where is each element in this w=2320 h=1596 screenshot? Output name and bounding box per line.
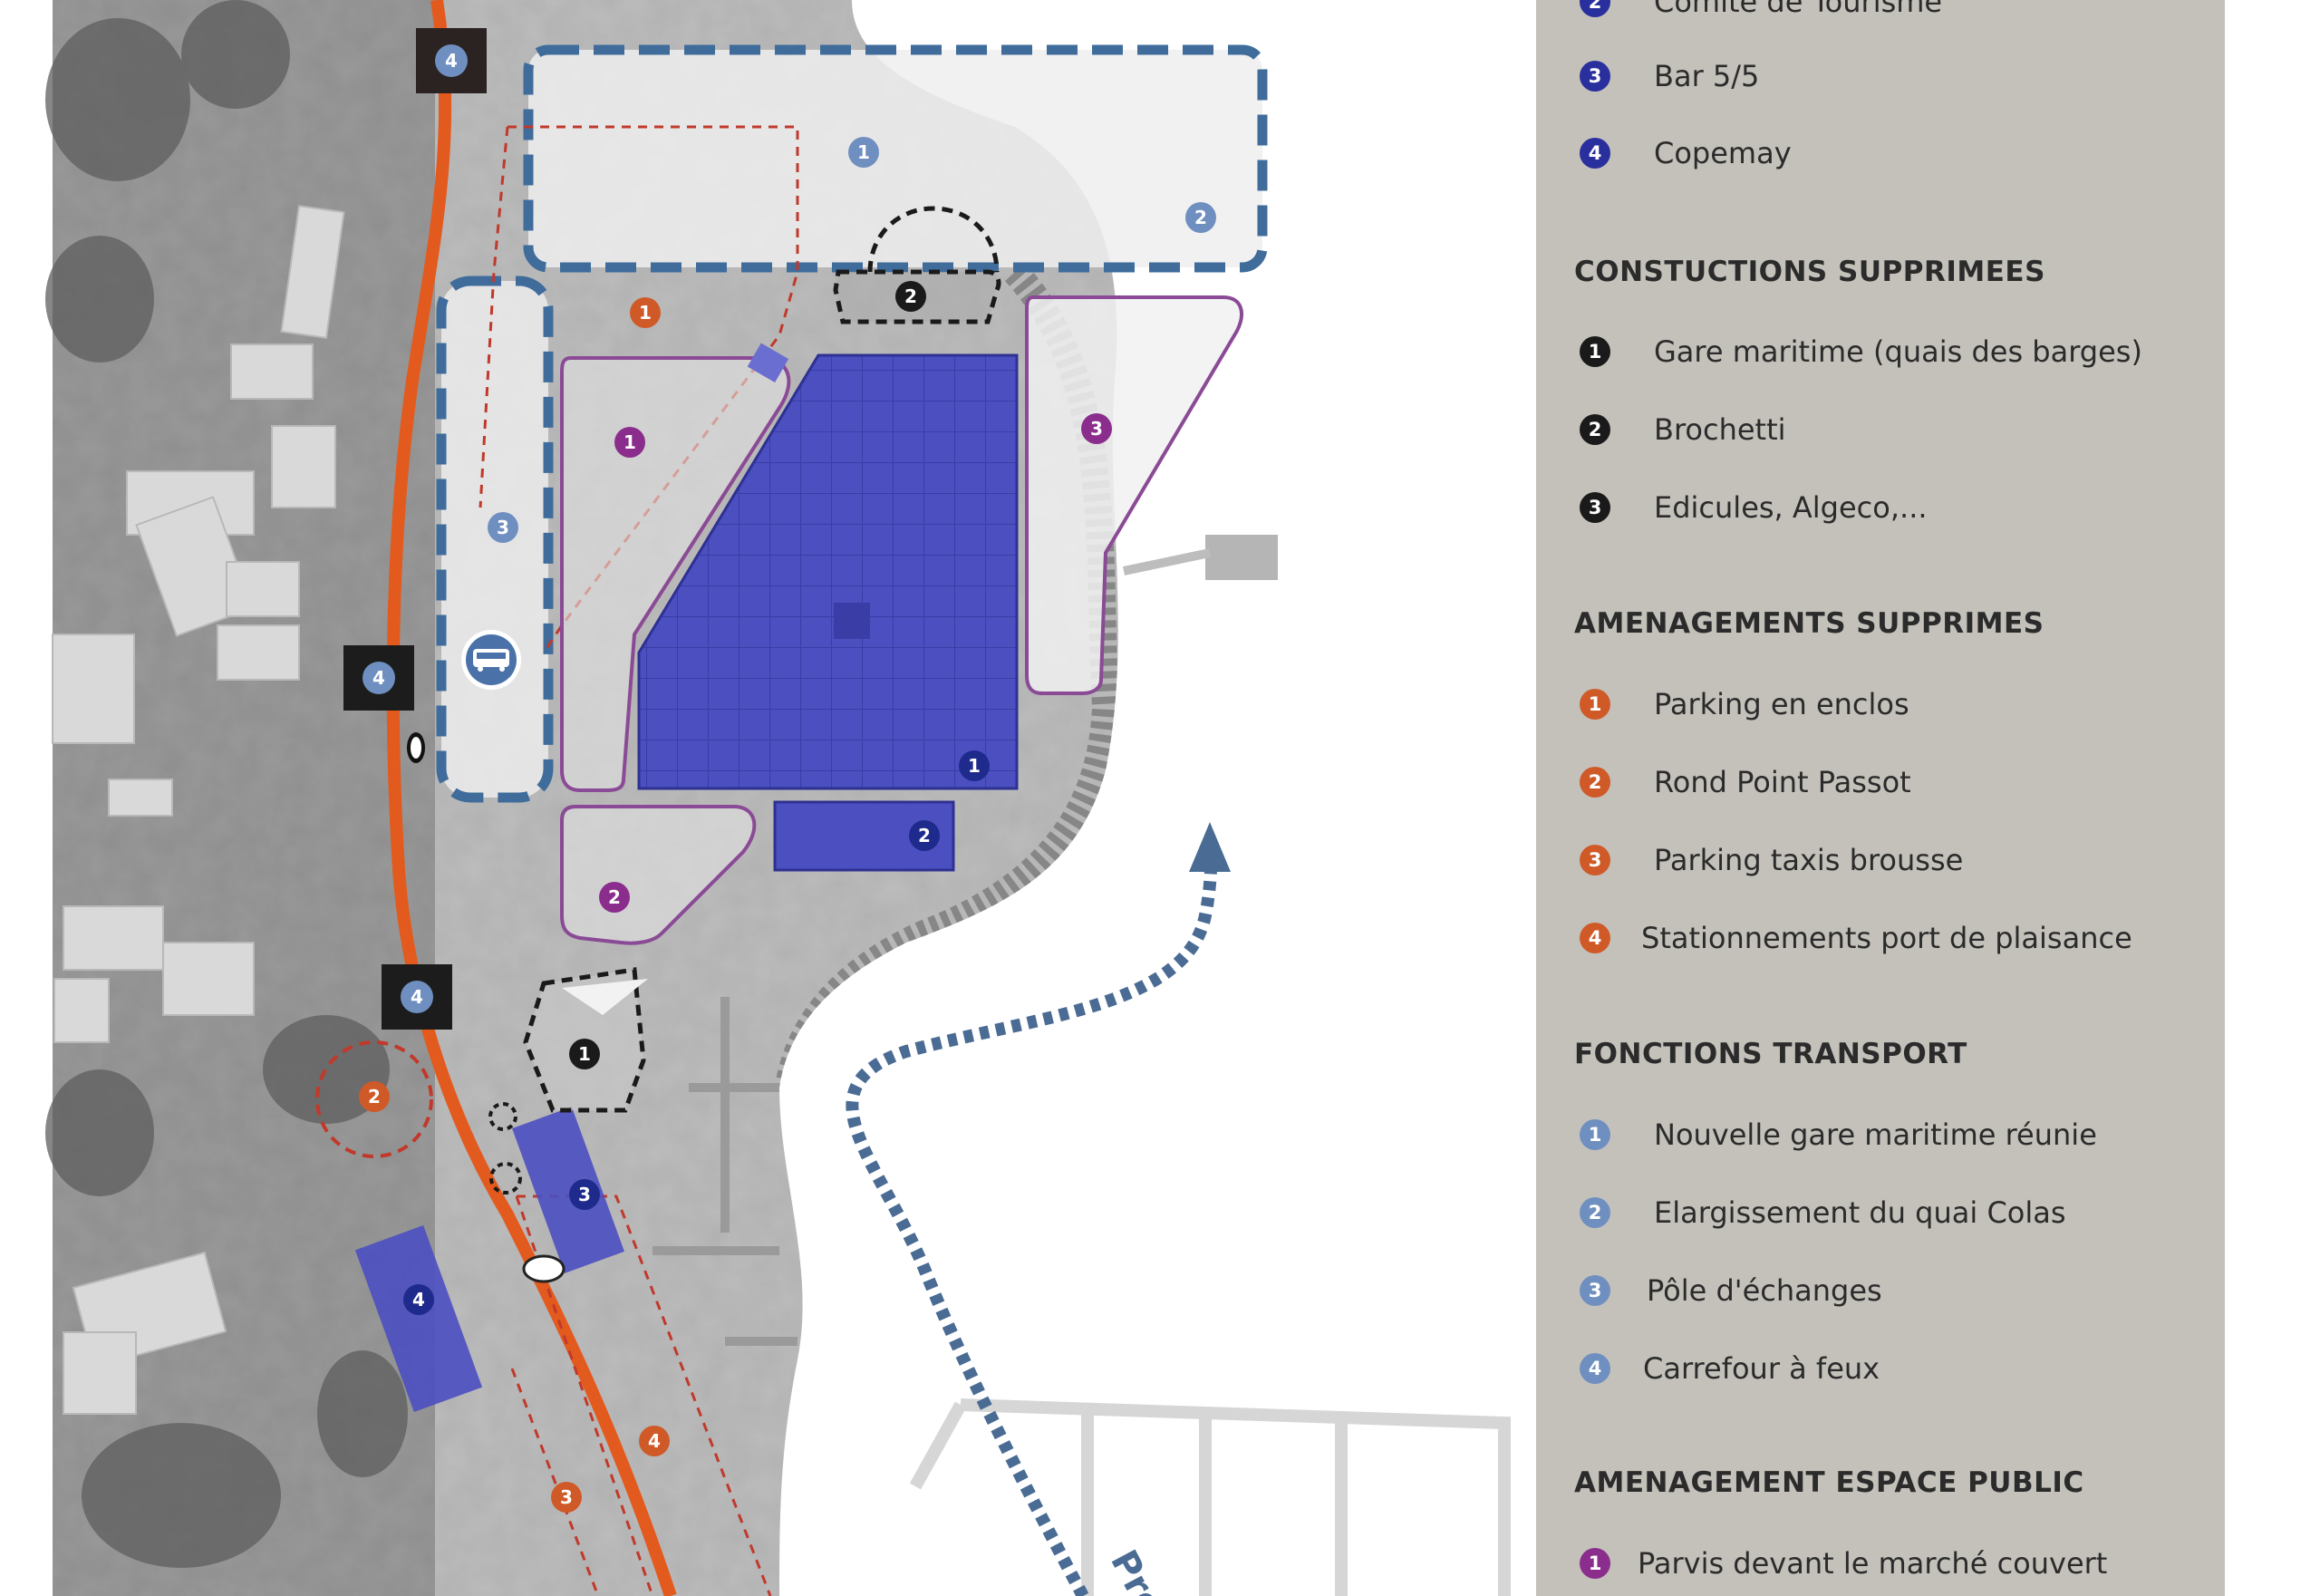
svg-text:2: 2 [608, 886, 621, 908]
legend-label: Carrefour à feux [1643, 1351, 1880, 1386]
legend-item: 1 Gare maritime (quais des barges) [1580, 332, 2142, 372]
rond-point-passot-outline [315, 1040, 433, 1158]
legend-badge: 4 [1580, 138, 1610, 169]
legend-label: Comité de Tourisme [1654, 0, 1943, 19]
zone-transport-1 [523, 44, 1268, 273]
legend-section-title: AMENAGEMENT ESPACE PUBLIC [1574, 1466, 2084, 1499]
legend-badge: 1 [1580, 1119, 1610, 1150]
bus-stop-icon [461, 630, 521, 690]
urban-buildings [52, 205, 345, 1415]
legend-label: Parking taxis brousse [1654, 843, 1964, 877]
legend-badge: 2 [1580, 767, 1610, 798]
legend-item: 3 Pôle d'échanges [1580, 1271, 1882, 1311]
legend-badge: 3 [1580, 845, 1610, 875]
svg-text:1: 1 [857, 141, 870, 163]
legend-item: 2 Comité de Tourisme [1580, 0, 1942, 22]
legend-label: Brochetti [1654, 412, 1786, 447]
legend-badge: 2 [1580, 0, 1610, 17]
boat-route-arrow [846, 840, 1218, 1596]
bar-building [512, 1107, 624, 1273]
legend-badge: 3 [1580, 1275, 1610, 1306]
new-maritime-station-building [637, 353, 1019, 790]
legend-label: Nouvelle gare maritime réunie [1654, 1117, 2097, 1152]
legend-item: 4 Carrefour à feux [1580, 1349, 1880, 1388]
jetty-head [1205, 535, 1278, 580]
taxi-icon [522, 1254, 566, 1283]
legend-label: Elargissement du quai Colas [1654, 1195, 2066, 1230]
legend-item: 3 Parking taxis brousse [1580, 840, 1963, 880]
public-space-3 [1025, 295, 1243, 695]
legend-label: Parvis devant le marché couvert [1638, 1546, 2108, 1581]
legend-panel: 2 Comité de Tourisme 3 Bar 5/5 4 Copemay… [1536, 0, 2225, 1596]
svg-text:4: 4 [412, 1289, 425, 1311]
svg-text:1: 1 [639, 302, 652, 324]
legend-label: Stationnements port de plaisance [1641, 921, 2132, 955]
legend-label: Gare maritime (quais des barges) [1654, 334, 2142, 369]
svg-text:2: 2 [904, 285, 917, 307]
legend-section-title: FONCTIONS TRANSPORT [1574, 1038, 1967, 1070]
svg-text:1: 1 [578, 1043, 591, 1065]
svg-text:2: 2 [918, 825, 931, 846]
legend-item: 2 Brochetti [1580, 410, 1786, 450]
legend-label: Copemay [1654, 136, 1792, 170]
svg-text:1: 1 [624, 431, 636, 453]
svg-text:4: 4 [372, 667, 385, 689]
copemay-building [354, 1225, 483, 1412]
svg-text:1: 1 [968, 755, 981, 777]
svg-text:4: 4 [445, 50, 458, 72]
legend-item: 1 Parvis devant le marché couvert [1580, 1543, 2107, 1583]
legend-label: Bar 5/5 [1654, 59, 1760, 93]
carrefour-markers: 4 4 4 [343, 28, 487, 1030]
legend-badge: 1 [1580, 1548, 1610, 1579]
svg-text:2: 2 [1194, 207, 1207, 228]
legend-badge: 1 [1580, 689, 1610, 720]
legend-item: 3 Bar 5/5 [1580, 56, 1759, 96]
svg-text:3: 3 [1090, 418, 1103, 440]
legend-label: Rond Point Passot [1654, 765, 1911, 799]
legend-item: 2 Elargissement du quai Colas [1580, 1193, 2066, 1233]
legend-badge: 2 [1580, 1197, 1610, 1228]
legend-item: 1 Parking en enclos [1580, 684, 1909, 724]
svg-text:4: 4 [411, 986, 423, 1008]
svg-text:3: 3 [560, 1486, 573, 1508]
legend-label: Edicules, Algeco,... [1654, 490, 1928, 525]
legend-badge: 3 [1580, 61, 1610, 92]
legend-badge: 4 [1580, 923, 1610, 953]
svg-text:2: 2 [368, 1086, 381, 1108]
legend-badge: 2 [1580, 414, 1610, 445]
legend-item: 2 Rond Point Passot [1580, 762, 1911, 802]
legend-badge: 3 [1580, 492, 1610, 523]
car-icon [407, 732, 425, 763]
legend-item: 4 Stationnements port de plaisance [1580, 918, 2132, 958]
legend-item: 3 Edicules, Algeco,... [1580, 488, 1928, 527]
marina-pier [909, 1398, 1511, 1596]
legend-label: Parking en enclos [1654, 687, 1909, 721]
arrow-head-icon [1189, 822, 1231, 872]
legend-badge: 1 [1580, 336, 1610, 367]
projet-label: Proj [1102, 1543, 1177, 1596]
legend-item: 1 Nouvelle gare maritime réunie [1580, 1115, 2097, 1155]
map-badges: 1 2 3 1 2 3 1 2 3 4 1 2 1 2 3 4 [359, 137, 1216, 1513]
svg-text:3: 3 [578, 1184, 591, 1205]
legend-label: Pôle d'échanges [1647, 1273, 1882, 1308]
public-space-1 [560, 356, 791, 792]
svg-text:3: 3 [497, 517, 509, 538]
legend-section-title: AMENAGEMENTS SUPPRIMES [1574, 607, 2044, 640]
vegetation [45, 0, 408, 1568]
legend-badge: 4 [1580, 1353, 1610, 1384]
legend-item: 4 Copemay [1580, 133, 1792, 173]
svg-text:4: 4 [648, 1430, 661, 1452]
quai-colas-building [773, 800, 955, 872]
legend-section-title: CONSTUCTIONS SUPPRIMEES [1574, 256, 2045, 288]
